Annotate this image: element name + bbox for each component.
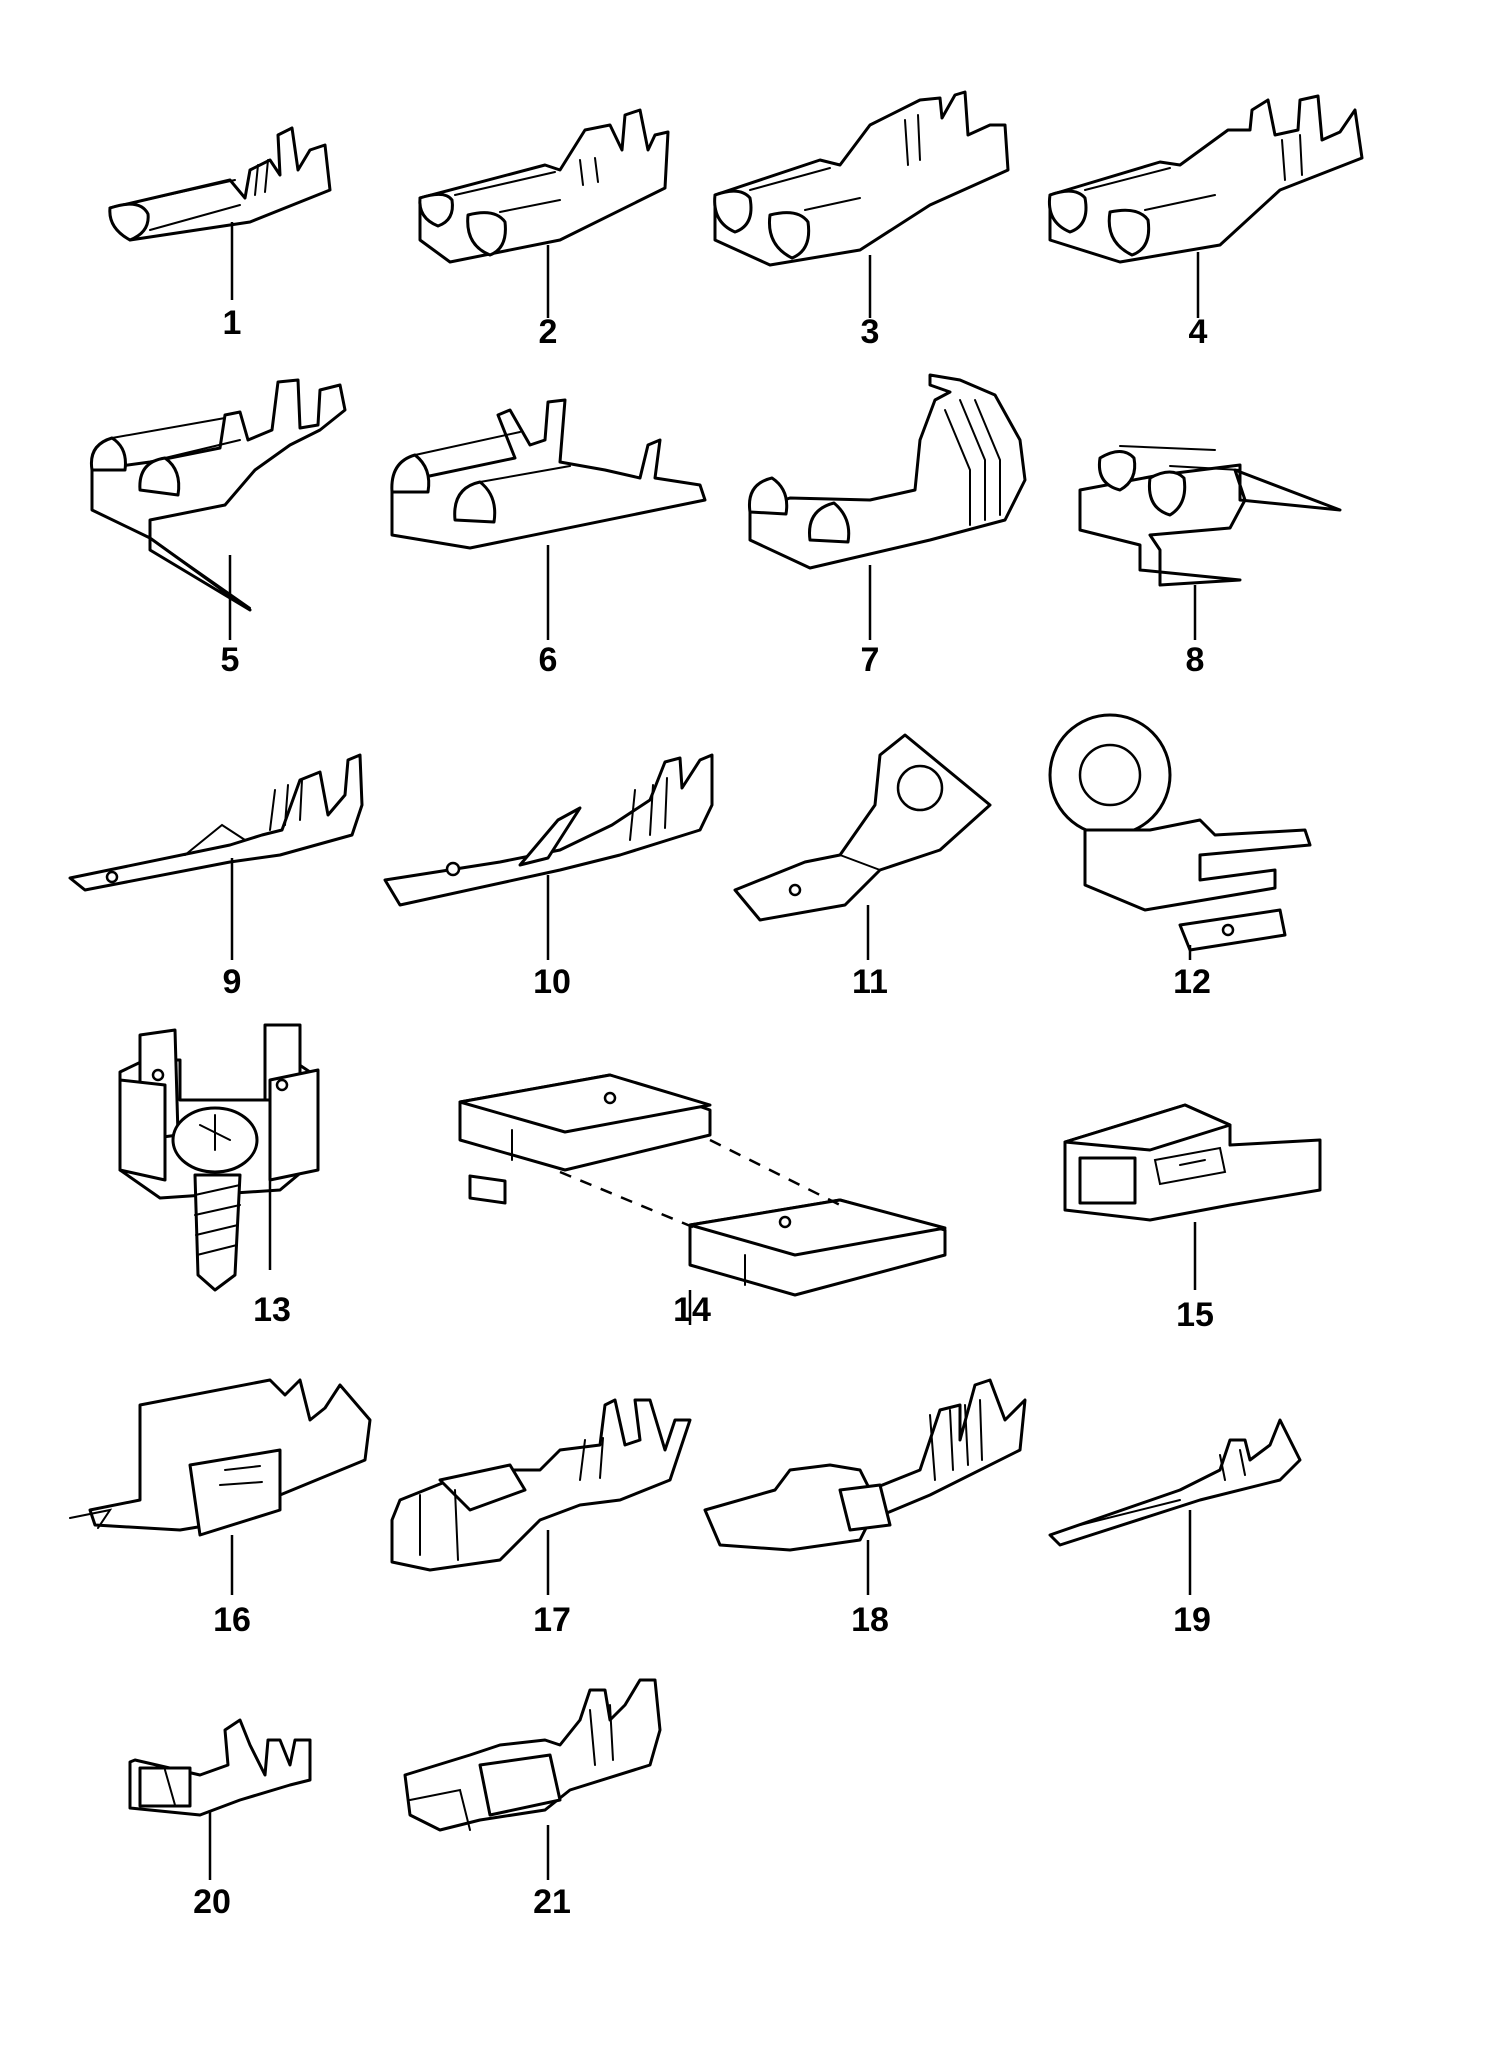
part-4-flat-receptacle [1047, 94, 1364, 318]
part-7-flat-receptacle-angled [747, 373, 1027, 640]
callout-2: 2 [538, 313, 558, 351]
callout-20: 20 [193, 1883, 231, 1921]
callout-8: 8 [1185, 641, 1205, 679]
callout-14: 14 [673, 1291, 711, 1329]
part-10-flat-plug-with-tongue [383, 753, 714, 960]
callout-16: 16 [213, 1601, 251, 1639]
part-21-receptacle-with-locking-tongues [403, 1678, 662, 1880]
callout-18: 18 [851, 1601, 889, 1639]
part-12-ring-terminal-bracket [1048, 713, 1312, 960]
callout-9: 9 [222, 963, 242, 1001]
part-17-receptacle-with-lock [390, 1398, 692, 1595]
part-11-angled-ring-terminal [733, 733, 992, 960]
callout-5: 5 [220, 641, 240, 679]
callout-10: 10 [533, 963, 571, 1001]
part-9-flat-plug [68, 753, 364, 960]
callout-17: 17 [533, 1601, 571, 1639]
callout-15: 15 [1176, 1296, 1214, 1334]
callout-21: 21 [533, 1883, 571, 1921]
callout-19: 19 [1173, 1601, 1211, 1639]
part-13-screw-terminal-block [118, 1023, 320, 1292]
part-3-flat-receptacle [713, 90, 1010, 318]
callout-4: 4 [1188, 313, 1208, 351]
part-19-pin-contact [1048, 1418, 1302, 1595]
callout-12: 12 [1173, 963, 1211, 1001]
part-6-flat-receptacle-double [390, 398, 707, 640]
part-5-flat-receptacle-offset [89, 378, 347, 640]
callout-1: 1 [222, 304, 242, 342]
part-14-flat-connector-housing-pair [458, 1073, 947, 1325]
part-16-flat-plug-with-clip [69, 1378, 372, 1595]
part-20-box-receptacle-small [128, 1718, 312, 1880]
callout-6: 6 [538, 641, 558, 679]
callout-7: 7 [860, 641, 880, 679]
part-15-single-connector-housing [1063, 1103, 1322, 1290]
part-8-flat-receptacle-tabs [1078, 445, 1342, 640]
callout-13: 13 [253, 1291, 291, 1329]
part-18-receptacle-with-housing [703, 1378, 1027, 1595]
callout-3: 3 [860, 313, 880, 351]
callout-11: 11 [852, 963, 888, 1001]
part-2-flat-receptacle [418, 108, 670, 318]
part-1-flat-receptacle-small [108, 126, 332, 300]
